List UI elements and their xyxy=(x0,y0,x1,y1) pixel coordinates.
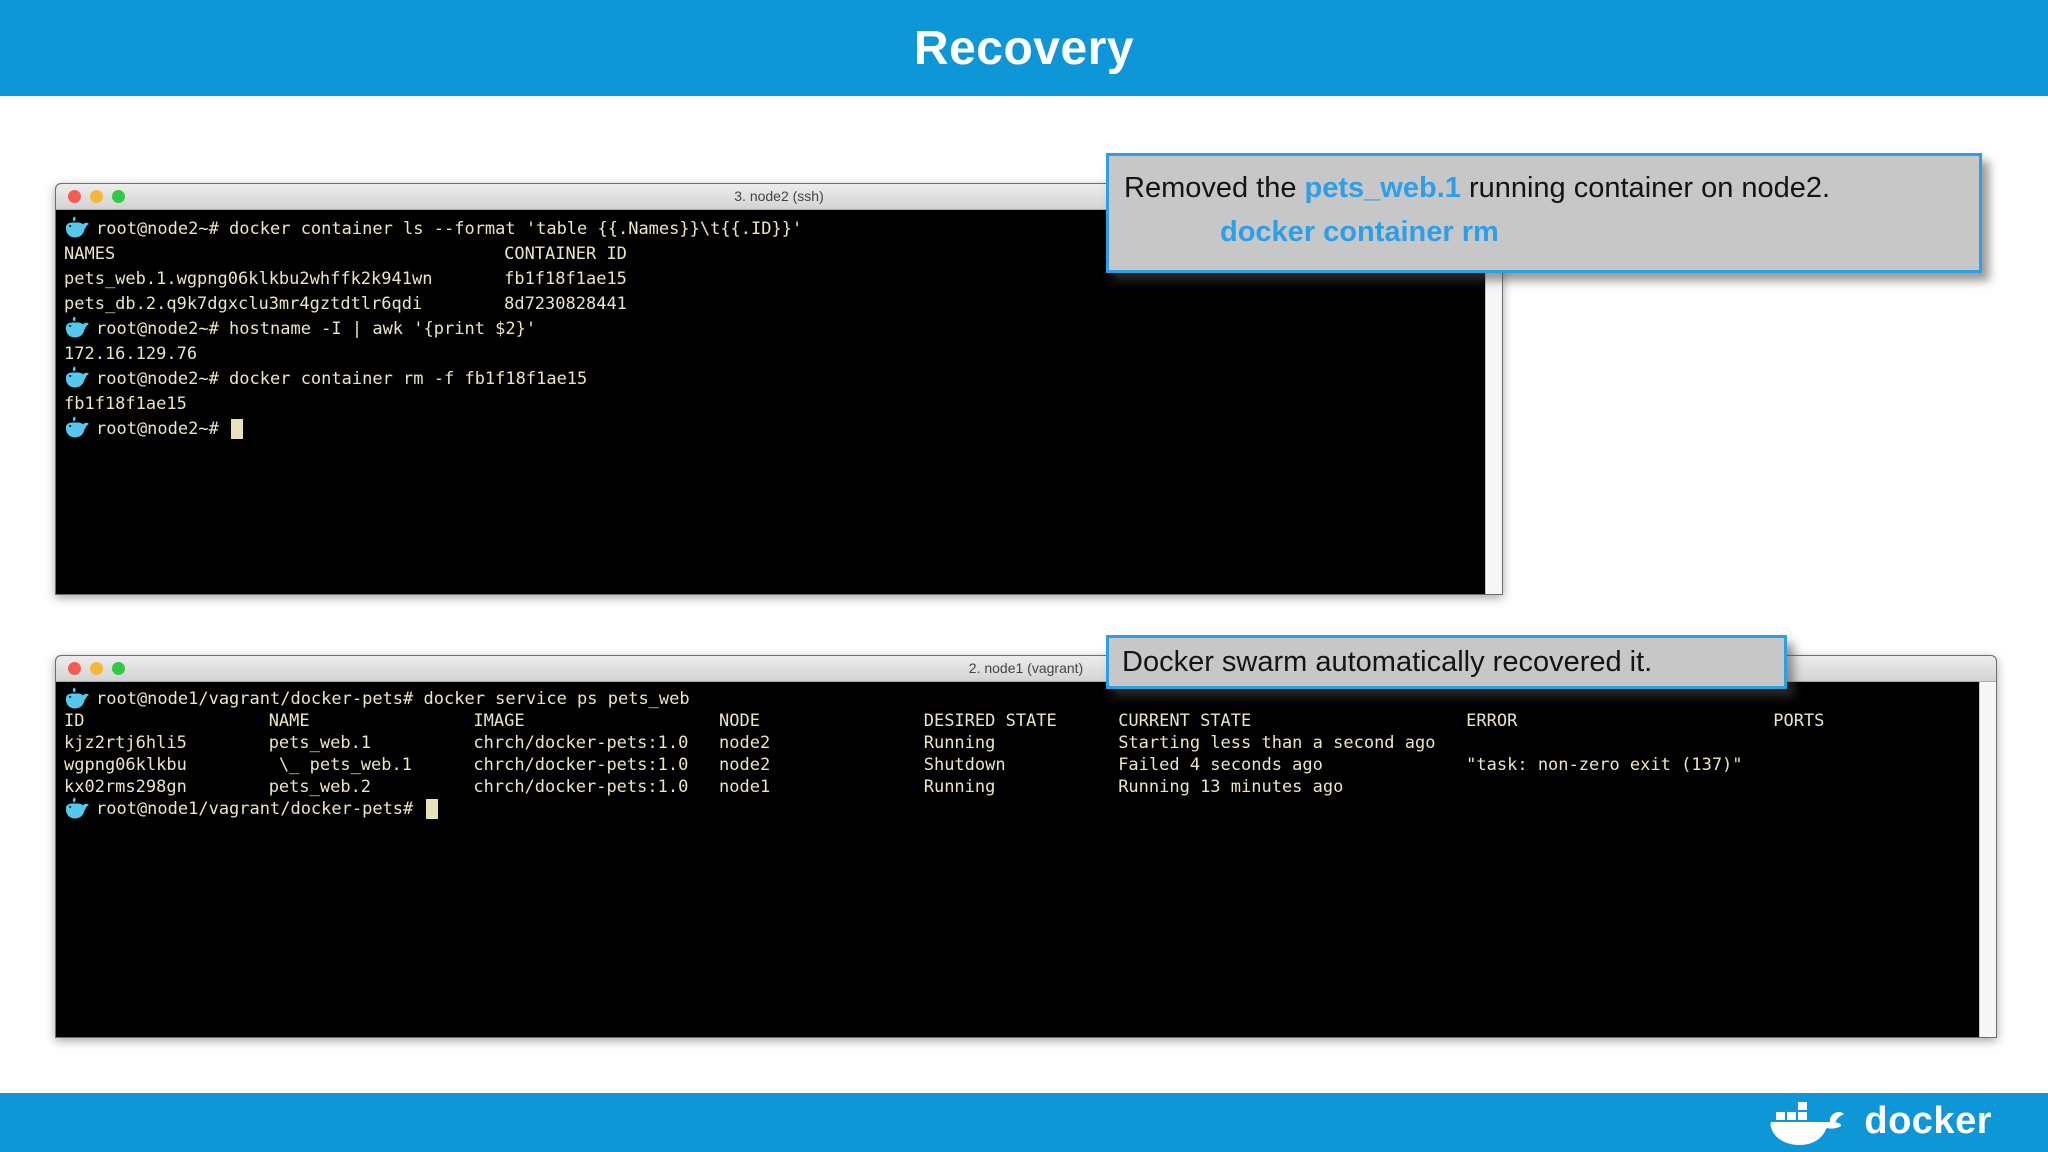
window-title: 3. node2 (ssh) xyxy=(734,188,824,204)
terminal-window-node1: 2. node1 (vagrant) root@node1/vagrant/do… xyxy=(55,655,1997,1038)
callout-highlight: pets_web.1 xyxy=(1304,172,1461,204)
terminal-line: ID NAME IMAGE NODE DESIRED STATE CURRENT… xyxy=(64,710,1979,732)
terminal-text: 172.16.129.76 xyxy=(64,343,198,364)
terminal-line: root@node2~# docker container ls --forma… xyxy=(64,216,1485,241)
docker-logo: docker xyxy=(1770,1095,1992,1151)
close-button[interactable] xyxy=(68,662,81,675)
terminal-line: 172.16.129.76 xyxy=(64,341,1485,366)
scrollbar[interactable] xyxy=(1485,210,1502,594)
terminal-line: fb1f18f1ae15 xyxy=(64,391,1485,416)
terminal-line: pets_db.2.q9k7dgxclu3mr4gztdtlr6qdi 8d72… xyxy=(64,291,1485,316)
callout-line-1: Removed the pets_web.1 running container… xyxy=(1124,166,1979,210)
callout-removed-container: Removed the pets_web.1 running container… xyxy=(1106,153,1982,273)
terminal-line: kx02rms298gn pets_web.2 chrch/docker-pet… xyxy=(64,776,1979,798)
terminal-text: root@node2~# xyxy=(96,418,230,439)
terminal-cursor xyxy=(425,799,438,819)
scrollbar[interactable] xyxy=(1979,682,1996,1037)
callout-text: Docker swarm automatically recovered it. xyxy=(1122,645,1653,678)
terminal-line: kjz2rtj6hli5 pets_web.1 chrch/docker-pet… xyxy=(64,732,1979,754)
terminal-content[interactable]: root@node2~# docker container ls --forma… xyxy=(56,210,1485,594)
whale-prompt-icon xyxy=(66,416,89,438)
terminal-text: ID NAME IMAGE NODE DESIRED STATE CURRENT… xyxy=(64,711,1825,731)
footer-band: docker xyxy=(0,1093,2048,1152)
terminal-text: fb1f18f1ae15 xyxy=(64,393,187,414)
traffic-lights xyxy=(68,662,125,675)
whale-prompt-icon xyxy=(66,366,89,388)
callout-swarm-recovered: Docker swarm automatically recovered it. xyxy=(1106,635,1787,689)
terminal-text: NAMES CONTAINER ID xyxy=(64,243,627,264)
whale-prompt-icon xyxy=(66,687,89,708)
whale-prompt-icon xyxy=(66,316,89,338)
window-title: 2. node1 (vagrant) xyxy=(968,660,1084,676)
page-title: Recovery xyxy=(913,21,1135,75)
terminal-text: root@node1/vagrant/docker-pets# docker s… xyxy=(96,689,690,709)
terminal-cursor xyxy=(231,418,244,439)
minimize-button[interactable] xyxy=(90,662,103,675)
zoom-button[interactable] xyxy=(112,662,125,675)
terminal-text: root@node1/vagrant/docker-pets# xyxy=(96,799,424,819)
terminal-text: wgpng06klkbu \_ pets_web.1 chrch/docker-… xyxy=(64,755,1743,775)
terminal-text: root@node2~# docker container rm -f fb1f… xyxy=(96,368,588,389)
zoom-button[interactable] xyxy=(112,190,125,203)
terminal-line: wgpng06klkbu \_ pets_web.1 chrch/docker-… xyxy=(64,754,1979,776)
callout-command: docker container rm xyxy=(1220,216,1499,248)
docker-wordmark: docker xyxy=(1864,1100,1992,1142)
terminal-content[interactable]: root@node1/vagrant/docker-pets# docker s… xyxy=(56,682,1979,1037)
terminal-line: root@node2~# hostname -I | awk '{print $… xyxy=(64,316,1485,341)
terminal-text: pets_db.2.q9k7dgxclu3mr4gztdtlr6qdi 8d72… xyxy=(64,293,627,314)
terminal-text: kjz2rtj6hli5 pets_web.1 chrch/docker-pet… xyxy=(64,733,1436,753)
terminal-text: root@node2~# hostname -I | awk '{print $… xyxy=(96,318,537,339)
terminal-text: pets_web.1.wgpng06klkbu2whffk2k941wn fb1… xyxy=(64,268,627,289)
terminal-text: root@node2~# docker container ls --forma… xyxy=(96,218,803,239)
terminal-line: root@node1/vagrant/docker-pets# docker s… xyxy=(64,687,1979,710)
header-band: Recovery xyxy=(0,0,2048,96)
minimize-button[interactable] xyxy=(90,190,103,203)
terminal-line: pets_web.1.wgpng06klkbu2whffk2k941wn fb1… xyxy=(64,266,1485,291)
callout-text: running container on node2. xyxy=(1460,172,1831,204)
docker-whale-icon xyxy=(1770,1102,1845,1145)
terminal-line: root@node2~# docker container rm -f fb1f… xyxy=(64,366,1485,391)
whale-prompt-icon xyxy=(66,797,89,818)
traffic-lights xyxy=(68,190,125,203)
terminal-line: root@node1/vagrant/docker-pets# xyxy=(64,797,1979,820)
terminal-line: NAMES CONTAINER ID xyxy=(64,241,1485,266)
callout-text: Removed the xyxy=(1124,172,1305,204)
whale-prompt-icon xyxy=(66,216,89,238)
close-button[interactable] xyxy=(68,190,81,203)
terminal-text: kx02rms298gn pets_web.2 chrch/docker-pet… xyxy=(64,777,1344,797)
terminal-line: root@node2~# xyxy=(64,416,1485,441)
